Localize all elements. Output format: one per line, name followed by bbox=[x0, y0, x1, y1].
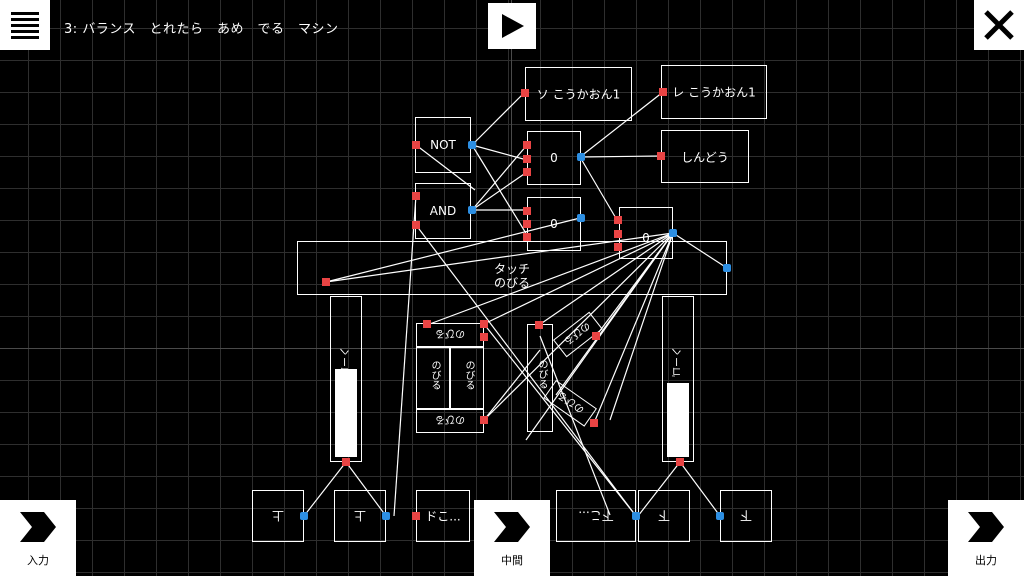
slider-left-fill bbox=[335, 369, 357, 457]
down-where-label: 下こ... bbox=[578, 508, 614, 523]
extend-node-3[interactable]: のびる bbox=[416, 347, 450, 409]
input-pin[interactable] bbox=[480, 333, 488, 341]
menu-button[interactable] bbox=[0, 0, 50, 50]
play-button[interactable] bbox=[488, 3, 536, 49]
input-pin[interactable] bbox=[523, 141, 531, 149]
and-gate[interactable]: AND bbox=[415, 183, 471, 239]
extend-label: のびる bbox=[463, 360, 474, 390]
input-pin[interactable] bbox=[521, 89, 529, 97]
output-pin[interactable] bbox=[632, 512, 640, 520]
slider-right[interactable]: ゴーヘ bbox=[662, 296, 694, 462]
counter-right-value: 0 bbox=[642, 231, 650, 245]
output-pin[interactable] bbox=[382, 512, 390, 520]
extend-label: のびる bbox=[493, 276, 530, 290]
not-label: NOT bbox=[430, 138, 456, 152]
input-pin[interactable] bbox=[322, 278, 330, 286]
output-label: 出力 bbox=[975, 554, 997, 567]
chevron-right-icon bbox=[968, 512, 1004, 542]
chevron-right-icon bbox=[494, 512, 530, 542]
extend-label: のびる bbox=[536, 359, 547, 389]
output-pin[interactable] bbox=[723, 264, 731, 272]
output-pin[interactable] bbox=[577, 214, 585, 222]
so-sound-label: ソ こうかおん1 bbox=[536, 87, 621, 102]
middle-panel-button[interactable]: 中間 bbox=[474, 500, 550, 576]
input-pin[interactable] bbox=[614, 216, 622, 224]
input-pin[interactable] bbox=[412, 192, 420, 200]
input-pin[interactable] bbox=[590, 419, 598, 427]
extend-label: のびる bbox=[435, 413, 465, 425]
touch-extend-node[interactable]: タッチ のびる bbox=[297, 241, 727, 295]
input-pin[interactable] bbox=[523, 207, 531, 215]
down-label: 下 bbox=[740, 508, 753, 523]
input-pin[interactable] bbox=[659, 88, 667, 96]
up-node-2[interactable]: 上 bbox=[334, 490, 386, 542]
input-pin[interactable] bbox=[412, 221, 420, 229]
output-pin[interactable] bbox=[300, 512, 308, 520]
output-pin[interactable] bbox=[468, 206, 476, 214]
down-node-1[interactable]: 下 bbox=[638, 490, 690, 542]
input-pin[interactable] bbox=[523, 220, 531, 228]
extend-node-4[interactable]: のびる bbox=[450, 347, 484, 409]
hamburger-icon bbox=[11, 12, 39, 39]
output-pin[interactable] bbox=[468, 141, 476, 149]
down-node-2[interactable]: 下 bbox=[720, 490, 772, 542]
output-pin[interactable] bbox=[577, 153, 585, 161]
close-button[interactable] bbox=[974, 0, 1024, 50]
output-pin[interactable] bbox=[669, 229, 677, 237]
counter-top-value: 0 bbox=[550, 151, 558, 165]
re-sound-label: レ こうかおん1 bbox=[672, 85, 756, 100]
input-pin[interactable] bbox=[592, 332, 600, 340]
input-pin[interactable] bbox=[480, 416, 488, 424]
close-icon bbox=[984, 10, 1014, 40]
and-label: AND bbox=[429, 204, 457, 218]
re-sound-node[interactable]: レ こうかおん1 bbox=[661, 65, 767, 119]
chevron-right-icon bbox=[20, 512, 56, 542]
page-title: 3: バランス とれたら あめ でる マシン bbox=[64, 22, 339, 37]
vibrate-node[interactable]: しんどう bbox=[661, 130, 749, 183]
slider-right-label: ゴーヘ bbox=[673, 347, 684, 377]
input-pin[interactable] bbox=[423, 320, 431, 328]
counter-mid-value: 0 bbox=[550, 217, 558, 231]
input-pin[interactable] bbox=[342, 458, 350, 466]
input-panel-button[interactable]: 入力 bbox=[0, 500, 76, 576]
input-pin[interactable] bbox=[523, 155, 531, 163]
play-icon bbox=[502, 14, 524, 38]
extend-node-2[interactable]: のびる bbox=[416, 409, 484, 433]
middle-label: 中間 bbox=[501, 554, 523, 567]
down-where-node[interactable]: 下こ... bbox=[556, 490, 636, 542]
doko-node[interactable]: ドこ... bbox=[416, 490, 470, 542]
up-label: 上 bbox=[354, 508, 367, 523]
input-pin[interactable] bbox=[676, 458, 684, 466]
not-gate[interactable]: NOT bbox=[415, 117, 471, 173]
touch-label: タッチ bbox=[493, 262, 530, 276]
input-pin[interactable] bbox=[614, 230, 622, 238]
vibrate-label: しんどう bbox=[681, 150, 729, 164]
extend-label: のびる bbox=[429, 360, 440, 390]
up-node-1[interactable]: 上 bbox=[252, 490, 304, 542]
so-sound-node[interactable]: ソ こうかおん1 bbox=[525, 67, 632, 121]
input-pin[interactable] bbox=[523, 233, 531, 241]
doko-label: ドこ... bbox=[425, 509, 461, 524]
input-pin[interactable] bbox=[480, 320, 488, 328]
input-pin[interactable] bbox=[657, 152, 665, 160]
extend-node-5[interactable]: のびる bbox=[527, 324, 553, 432]
counter-top[interactable]: 0 bbox=[527, 131, 581, 185]
grid-center-horizontal bbox=[0, 348, 1024, 349]
input-pin[interactable] bbox=[535, 321, 543, 329]
extend-label: のびる bbox=[435, 327, 465, 339]
slider-right-fill bbox=[667, 383, 689, 457]
output-pin[interactable] bbox=[716, 512, 724, 520]
up-label: 上 bbox=[272, 508, 285, 523]
down-label: 下 bbox=[658, 508, 671, 523]
input-pin[interactable] bbox=[523, 168, 531, 176]
output-panel-button[interactable]: 出力 bbox=[948, 500, 1024, 576]
grid-center-vertical bbox=[511, 0, 512, 576]
input-pin[interactable] bbox=[412, 141, 420, 149]
input-pin[interactable] bbox=[412, 512, 420, 520]
slider-left[interactable]: ゴーヘ bbox=[330, 296, 362, 462]
input-label: 入力 bbox=[27, 554, 49, 567]
input-pin[interactable] bbox=[614, 243, 622, 251]
